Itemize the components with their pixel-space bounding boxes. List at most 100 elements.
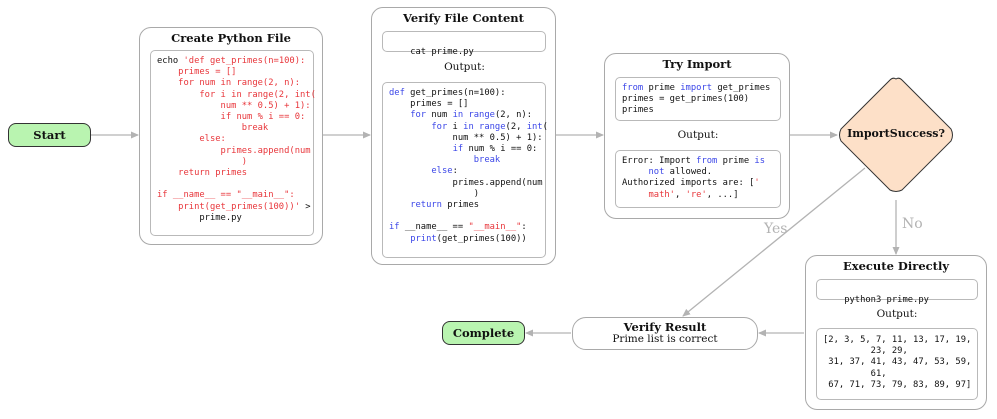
code-token: for bbox=[410, 110, 427, 121]
code-token: primes bbox=[441, 200, 480, 211]
code-token: primes = [] bbox=[389, 99, 469, 110]
code-token: ) bbox=[389, 188, 480, 199]
code-token: get_primes(n=100): bbox=[404, 88, 506, 98]
code-line: primes = get_primes(100) bbox=[622, 94, 774, 105]
create-file-node: Create Python File echo 'def get_primes(… bbox=[139, 27, 323, 245]
code-line: num ** 0.5) + 1): bbox=[389, 133, 543, 144]
code-token: 61, bbox=[823, 368, 887, 379]
code-token: range bbox=[479, 121, 506, 132]
code-token: in bbox=[452, 110, 464, 121]
code-line: Authorized imports are: [' bbox=[622, 178, 774, 189]
code-token: : bbox=[452, 166, 458, 177]
code-line: for num in range(2, n): bbox=[157, 78, 307, 89]
code-token: Authorized imports are: [ bbox=[622, 178, 755, 189]
code-line: 61, bbox=[823, 369, 971, 380]
execute-title: Execute Directly bbox=[842, 259, 949, 273]
code-line: if __name__ == "__main__": bbox=[389, 222, 539, 233]
code-line: break bbox=[157, 123, 307, 134]
try-import-output: Error: Import from prime is not allowed.… bbox=[615, 150, 781, 208]
code-token: num % i == 0: bbox=[463, 144, 538, 155]
code-token: is bbox=[754, 156, 766, 166]
code-token: break bbox=[157, 123, 269, 134]
complete-node: Complete bbox=[442, 321, 525, 345]
code-token: allowed. bbox=[664, 167, 713, 178]
code-line: 67, 71, 73, 79, 83, 89, 97] bbox=[823, 380, 971, 391]
decision-node: ImportSuccess? bbox=[838, 77, 954, 193]
code-line: print(get_primes(100)) bbox=[389, 234, 539, 245]
code-line: 31, 37, 41, 43, 47, 53, 59, bbox=[823, 357, 971, 368]
code-token: [2, 3, 5, 7, 11, 13, 17, 19, bbox=[823, 335, 972, 345]
code-line: return primes bbox=[389, 200, 539, 211]
code-line: prime.py bbox=[157, 213, 307, 224]
code-line: primes = [] bbox=[157, 67, 307, 78]
code-line: else: bbox=[157, 134, 307, 145]
code-line: not allowed. bbox=[622, 167, 774, 178]
code-token bbox=[389, 110, 410, 120]
code-token: in bbox=[463, 121, 474, 132]
code-line: break bbox=[389, 155, 539, 166]
code-line: if num % i == 0: bbox=[157, 112, 307, 123]
code-token: , ...] bbox=[706, 189, 739, 200]
code-token: get_primes bbox=[712, 83, 771, 93]
code-line bbox=[389, 211, 539, 222]
code-line: primes = [] bbox=[389, 99, 539, 110]
code-token: num ** 0.5) + 1): bbox=[157, 100, 311, 111]
code-token bbox=[389, 200, 410, 210]
code-line: if num % i == 0: bbox=[389, 144, 539, 155]
code-token: ) bbox=[157, 156, 248, 167]
code-token: int bbox=[526, 121, 543, 132]
code-token: 31, 37, 41, 43, 47, 53, 59, bbox=[823, 357, 972, 368]
code-line: primes.append(num bbox=[389, 178, 543, 189]
code-token: import bbox=[680, 83, 713, 93]
create-file-title: Create Python File bbox=[171, 31, 291, 45]
execute-output-label: Output: bbox=[876, 308, 918, 320]
code-line: for i in range(2, int( bbox=[389, 121, 548, 133]
code-token: return bbox=[410, 200, 442, 211]
start-node: Start bbox=[8, 123, 91, 147]
code-token: 'def get_primes(n=100): bbox=[183, 56, 306, 66]
code-token: print(get_primes(100))' bbox=[157, 201, 300, 212]
code-line bbox=[157, 179, 307, 190]
decision-diamond-shape bbox=[839, 77, 953, 192]
code-token: primes bbox=[622, 105, 654, 116]
code-token bbox=[389, 122, 431, 132]
code-token: prime.py bbox=[157, 212, 242, 223]
code-token: (get_primes(100)) bbox=[436, 233, 527, 244]
code-line: for num in range(2, n): bbox=[389, 110, 539, 121]
verify-file-title: Verify File Content bbox=[403, 11, 524, 25]
code-line: else: bbox=[389, 166, 539, 177]
code-token: from bbox=[696, 156, 718, 166]
code-token: for num in range(2, n): bbox=[157, 78, 300, 89]
code-line: Error: Import from prime is bbox=[622, 156, 774, 167]
try-import-title: Try Import bbox=[662, 57, 732, 71]
execute-node: Execute Directly python3 prime.py Output… bbox=[805, 255, 987, 410]
verify-result-title: Verify Result bbox=[623, 320, 707, 334]
code-token bbox=[622, 167, 648, 177]
code-token: range bbox=[468, 110, 495, 121]
arrow-decision-yes bbox=[682, 167, 866, 317]
code-token: def bbox=[389, 88, 405, 98]
code-token: 23, 29, bbox=[823, 346, 908, 357]
code-token bbox=[389, 234, 410, 244]
code-line: from prime import get_primes bbox=[622, 83, 774, 94]
code-token: break bbox=[473, 155, 501, 166]
code-line: primes.append(num bbox=[157, 146, 311, 157]
code-line: 23, 29, bbox=[823, 346, 971, 357]
code-line: math', 're', ...] bbox=[622, 190, 774, 201]
code-token: not bbox=[648, 167, 665, 178]
try-import-output-label: Output: bbox=[677, 129, 719, 141]
code-line: print(get_primes(100))' > bbox=[157, 201, 310, 213]
code-token: 67, 71, 73, 79, 83, 89, 97] bbox=[823, 379, 972, 390]
code-token: num bbox=[426, 110, 453, 121]
code-line: for i in range(2, int( bbox=[157, 90, 316, 101]
code-token: else: bbox=[157, 134, 226, 145]
yes-edge-label: Yes bbox=[764, 221, 788, 237]
start-label: Start bbox=[33, 128, 66, 142]
code-token: math' bbox=[648, 189, 675, 200]
code-token: else bbox=[431, 166, 453, 177]
code-token bbox=[389, 155, 474, 165]
code-token: ' bbox=[754, 178, 760, 189]
